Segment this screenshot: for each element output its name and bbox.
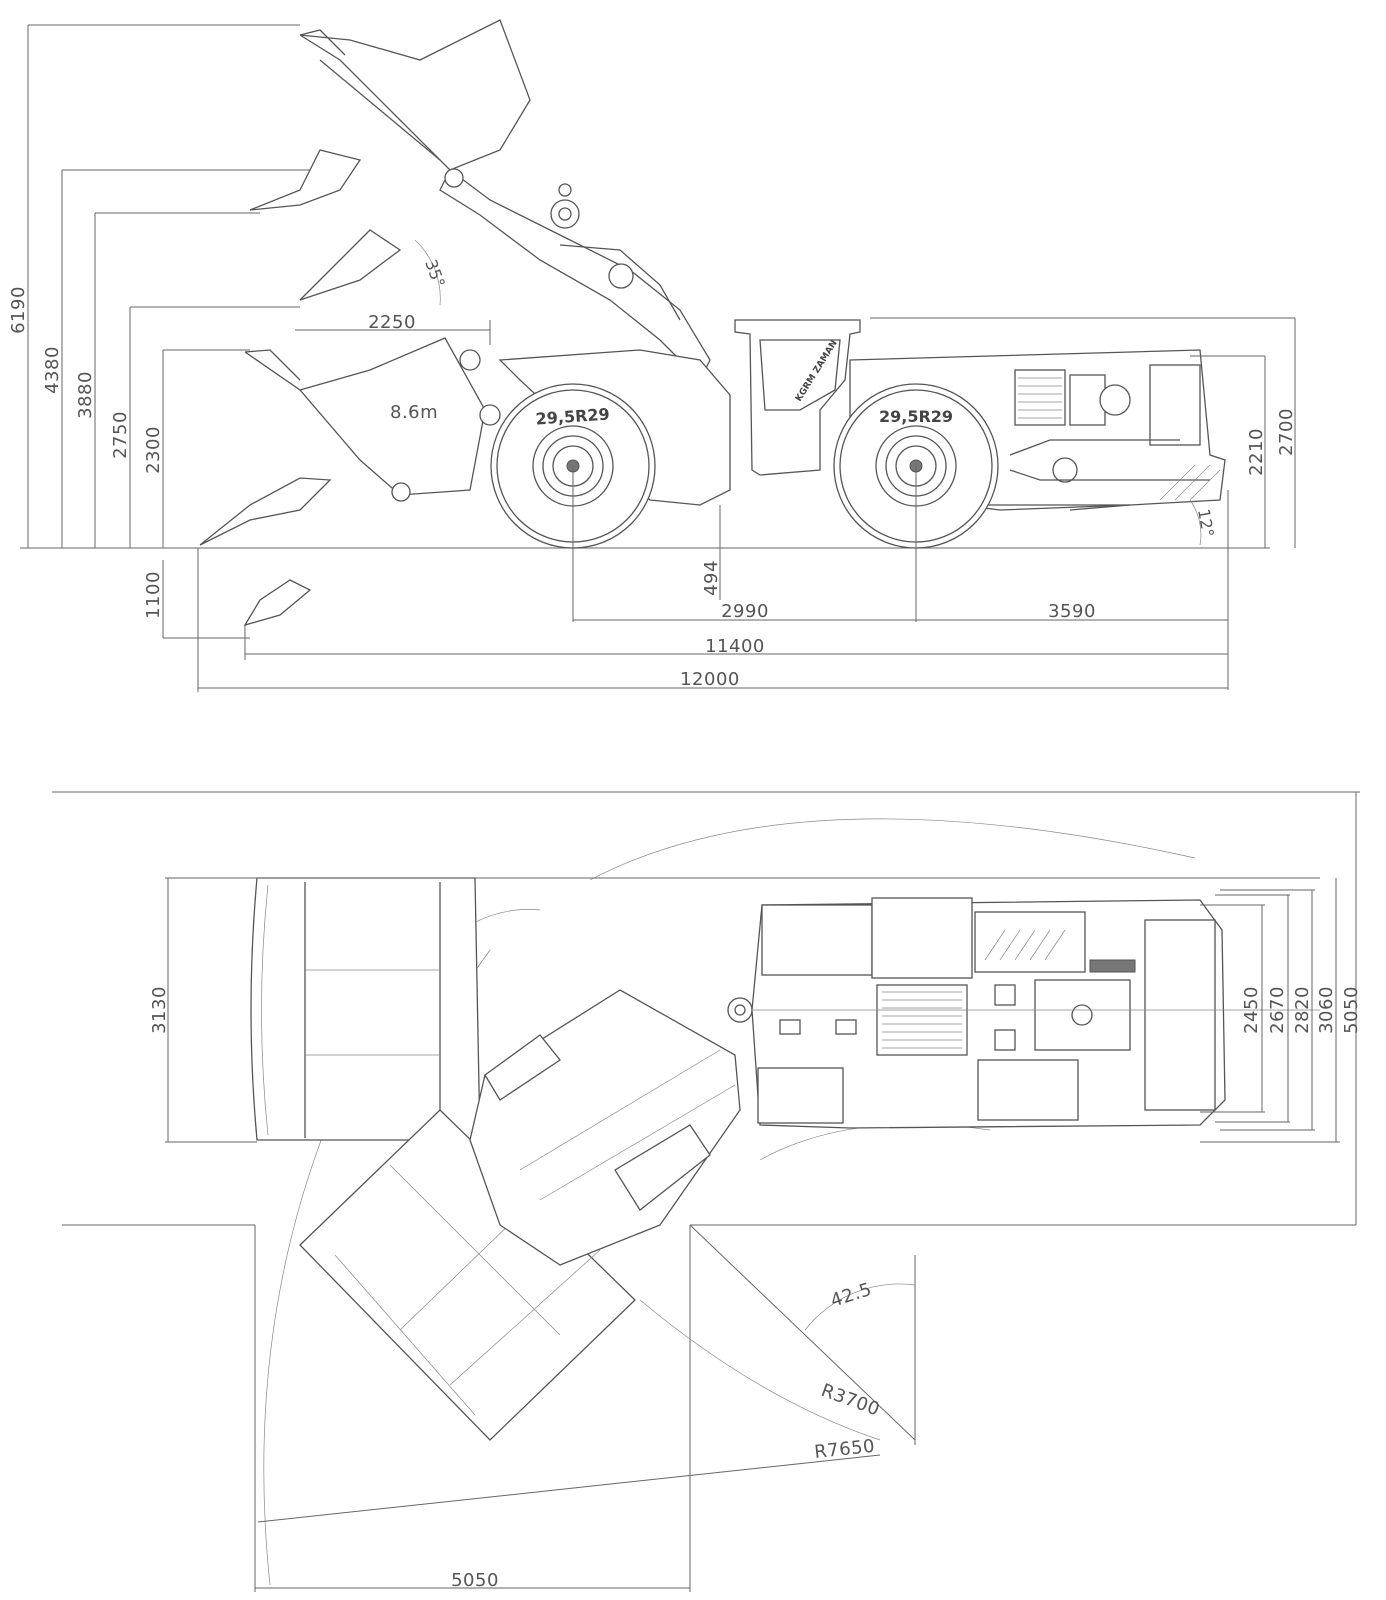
bucket-raised-mid — [249, 149, 402, 301]
right-dim-2210: 2210 — [1246, 428, 1267, 476]
length-bucket-down-dim: 11400 — [705, 636, 765, 657]
departure-angle: 12° — [1194, 507, 1218, 538]
steer-angle-arc — [804, 1283, 916, 1331]
width-dim-2820: 2820 — [1292, 986, 1313, 1034]
bucket-width-dim: 3130 — [149, 986, 170, 1034]
rear-tire-label: 29,5R29 — [879, 407, 953, 426]
lift-arm — [439, 168, 711, 382]
bottom-width-dim: 5050 — [451, 1570, 499, 1591]
arm-cylinder-pivot — [608, 263, 634, 289]
wheelbase-dim: 2990 — [721, 601, 769, 622]
radius-line — [689, 1224, 916, 1441]
right-dim-2700: 2700 — [1276, 408, 1297, 456]
height-dim-2300: 2300 — [143, 426, 164, 474]
height-dimension-lines — [27, 24, 330, 639]
height-dim-3880: 3880 — [75, 371, 96, 419]
outer-arc-top — [589, 818, 1196, 881]
width-dim-2450: 2450 — [1241, 986, 1262, 1034]
bucket-straight — [250, 877, 481, 1141]
height-dim-6190: 6190 — [8, 286, 29, 334]
side-view: 6190 4380 3880 2750 2300 1100 2250 35° — [8, 19, 1297, 692]
radiator-grille — [1014, 369, 1066, 426]
rear-body-top — [751, 897, 1320, 1129]
below-ground-dim: 1100 — [143, 571, 164, 619]
dump-angle-arc — [414, 239, 441, 306]
bucket-lowered — [199, 337, 501, 627]
inner-arc-right — [759, 1123, 991, 1161]
width-dim-2670: 2670 — [1267, 986, 1288, 1034]
bucket-below-ground — [243, 579, 312, 627]
bucket-raised-top — [299, 19, 531, 171]
width-dim-3060: 3060 — [1316, 986, 1337, 1034]
top-view: 5050 3130 — [52, 791, 1362, 1592]
bucket-floor — [199, 477, 332, 546]
width-dimension-lines — [1200, 878, 1340, 1143]
rear-overhang-dim: 3590 — [1048, 601, 1096, 622]
dump-angle: 35° — [421, 257, 449, 290]
length-dimension-lines — [197, 466, 1229, 692]
height-dim-4380: 4380 — [42, 346, 63, 394]
overall-length-dim: 12000 — [680, 669, 740, 690]
width-dim-5050: 5050 — [1341, 986, 1362, 1034]
outer-radius: R7650 — [813, 1436, 876, 1463]
rear-grille-top — [876, 984, 968, 1056]
inner-radius: R3700 — [818, 1380, 882, 1421]
steer-angle: 42.5 — [828, 1279, 875, 1312]
cab: KGRM ZAMAN — [734, 319, 861, 476]
outer-radius-line — [257, 1454, 881, 1523]
ground-clearance: 494 — [701, 560, 722, 596]
bucket-volume: 8.6m — [390, 402, 438, 423]
bucket-pivot — [444, 168, 464, 188]
height-dim-2750: 2750 — [110, 411, 131, 459]
inner-radius-arc — [639, 1299, 881, 1441]
articulation-joint — [727, 997, 753, 1023]
reach-dim: 2250 — [368, 312, 416, 333]
front-frame-turned — [469, 989, 741, 1266]
